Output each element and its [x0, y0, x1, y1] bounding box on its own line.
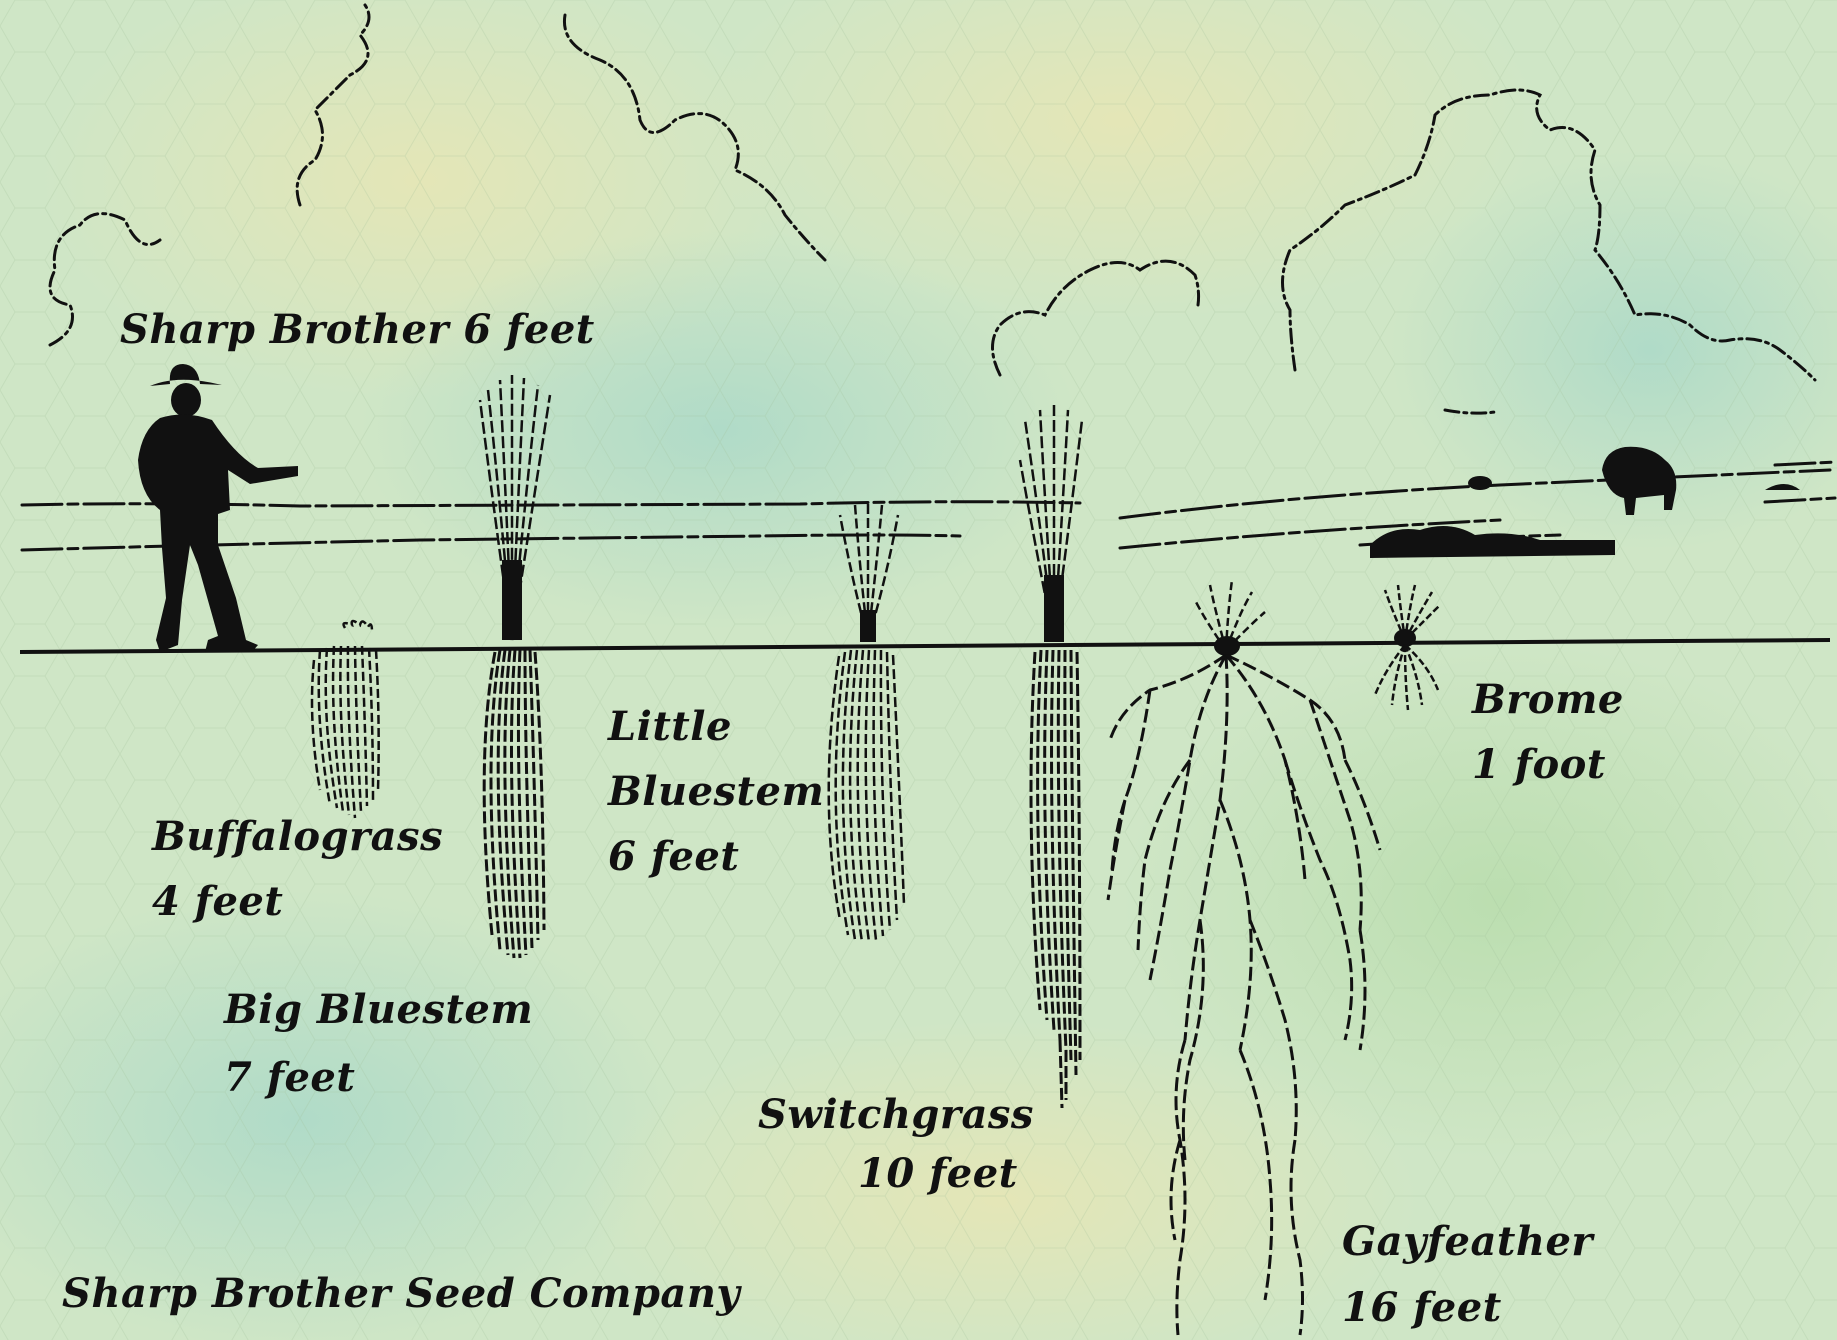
- little-bluestem-label-line1: Little: [608, 695, 732, 759]
- switchgrass-label: Switchgrass: [758, 1083, 1034, 1147]
- gayfeather-depth: 16 feet: [1342, 1276, 1502, 1340]
- brome-label: Brome: [1472, 668, 1624, 732]
- big-bluestem-label: Big Bluestem: [224, 978, 533, 1042]
- company-name: Sharp Brother Seed Company: [62, 1262, 740, 1326]
- little-bluestem-depth: 6 feet: [608, 825, 739, 889]
- little-bluestem-label-line2: Bluestem: [608, 760, 824, 824]
- buffalograss-label: Buffalograss: [152, 805, 443, 869]
- buffalograss-depth: 4 feet: [152, 870, 283, 934]
- brome-depth: 1 foot: [1472, 733, 1606, 797]
- gayfeather-label: Gayfeather: [1342, 1210, 1593, 1274]
- big-bluestem-depth: 7 feet: [224, 1046, 355, 1110]
- switchgrass-depth: 10 feet: [858, 1142, 1018, 1206]
- sharp-brother-label: Sharp Brother 6 feet: [120, 298, 595, 362]
